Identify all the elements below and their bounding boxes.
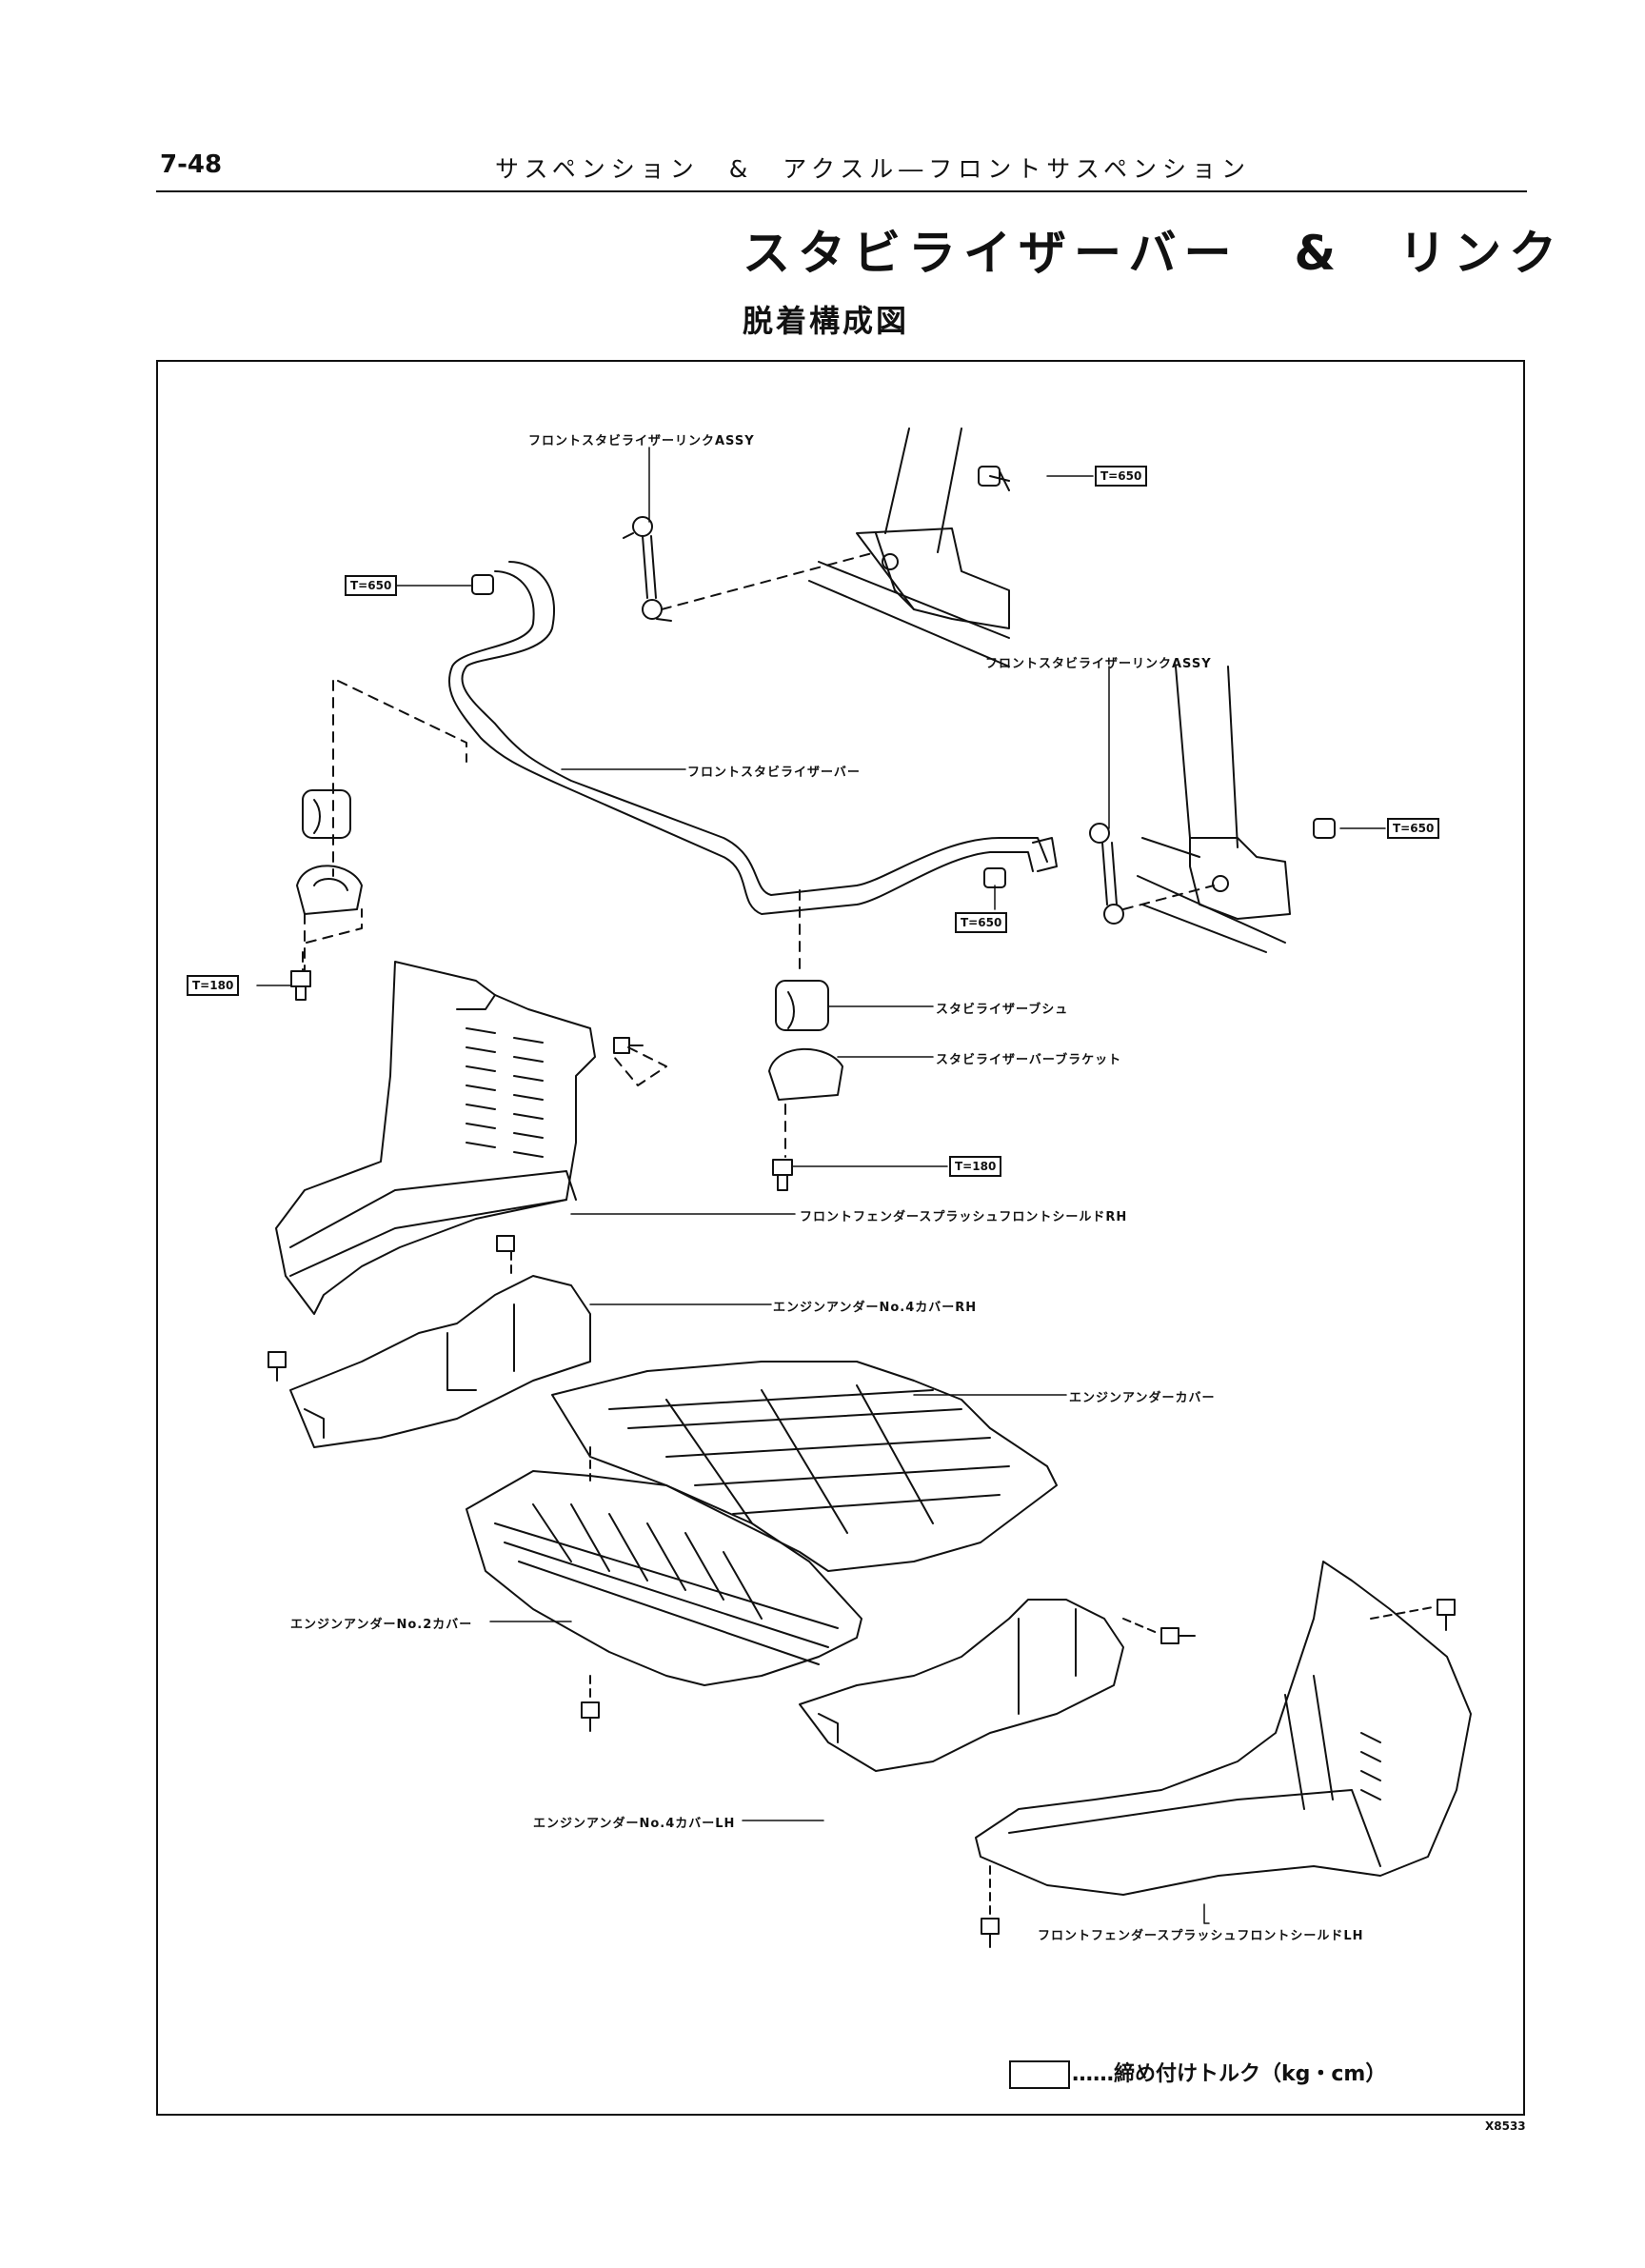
label-stabilizer-bar: フロントスタビライザーバー: [687, 766, 861, 780]
label-under-cover-no4-lh: エンジンアンダーNo.4カバーLH: [533, 1817, 736, 1831]
under-cover-no4-lh: [799, 1599, 1124, 1772]
bolt-cover-no4-rh-top: [496, 1235, 515, 1252]
bolt-splash-rh: [613, 1037, 644, 1054]
legend-box-swatch: [1009, 2060, 1070, 2089]
under-cover-no4-rh: [289, 1275, 591, 1448]
stabilizer-bar: [447, 561, 1058, 915]
stabilizer-link-right: [1089, 823, 1124, 925]
nut-right-link: [1313, 818, 1336, 839]
bushing-right: [775, 980, 829, 1031]
bushing-left: [302, 789, 351, 839]
figure-code: X8533: [1485, 2119, 1526, 2133]
label-bushing: スタビライザーブシュ: [936, 1003, 1069, 1017]
bolt-splash-lh-bottom: [981, 1918, 1000, 1948]
diagram-frame: [156, 360, 1525, 2116]
right-strut-frame-illustration: [1137, 666, 1291, 953]
page-number: 7-48: [160, 150, 223, 179]
bolt-cover-no4-lh: [1160, 1627, 1196, 1644]
bracket-left: [296, 865, 363, 915]
label-link-assy-right: フロントスタビライザーリンクASSY: [985, 657, 1212, 671]
engine-under-cover: [551, 1361, 1058, 1572]
nut-bar-left: [471, 574, 494, 595]
page-subtitle: 脱着構成図: [743, 303, 910, 339]
under-cover-no2: [466, 1470, 862, 1686]
label-splash-shield-lh: フロントフェンダースプラッシュフロントシールドLH: [1038, 1929, 1364, 1943]
label-under-cover: エンジンアンダーカバー: [1069, 1391, 1216, 1405]
label-bracket: スタビライザーバーブラケット: [936, 1053, 1122, 1067]
bolt-cover-no2: [581, 1701, 600, 1732]
bolt-right-bracket: [772, 1159, 793, 1191]
page-title: スタビライザーバー & リンク: [743, 226, 1565, 281]
upper-strut-frame-illustration: [808, 428, 1010, 667]
bolt-cover-no4-rh-left: [268, 1351, 287, 1382]
stabilizer-link-top: [623, 516, 672, 622]
legend-text: ……締め付けトルク（kg・cm）: [1072, 2062, 1387, 2086]
bolt-splash-lh-top: [1437, 1599, 1456, 1631]
splash-shield-rh: [275, 961, 596, 1315]
torque-bracket-left: T=180: [187, 975, 240, 996]
section-title: サスペンション & アクスル―フロントサスペンション: [495, 155, 1251, 183]
bolt-left-bracket: [290, 970, 311, 1001]
label-under-cover-no4-rh: エンジンアンダーNo.4カバーRH: [773, 1301, 978, 1315]
splash-shield-lh: [975, 1561, 1472, 1896]
bracket-right: [768, 1047, 843, 1101]
label-under-cover-no2: エンジンアンダーNo.2カバー: [290, 1618, 473, 1632]
torque-bar-left: T=650: [345, 575, 398, 596]
torque-bracket-right: T=180: [949, 1156, 1002, 1177]
torque-bar-right: T=650: [955, 912, 1008, 933]
torque-top-right: T=650: [1095, 466, 1148, 487]
nut-top-right: [978, 466, 1001, 487]
nut-bar-right: [983, 867, 1006, 888]
torque-right-link: T=650: [1387, 818, 1440, 839]
label-splash-shield-rh: フロントフェンダースプラッシュフロントシールドRH: [800, 1210, 1128, 1224]
leader-lines: [256, 447, 1386, 1924]
header-divider: [156, 190, 1527, 192]
label-link-assy-top: フロントスタビライザーリンクASSY: [528, 434, 755, 448]
torque-legend: ……締め付けトルク（kg・cm）: [1009, 2057, 1386, 2089]
